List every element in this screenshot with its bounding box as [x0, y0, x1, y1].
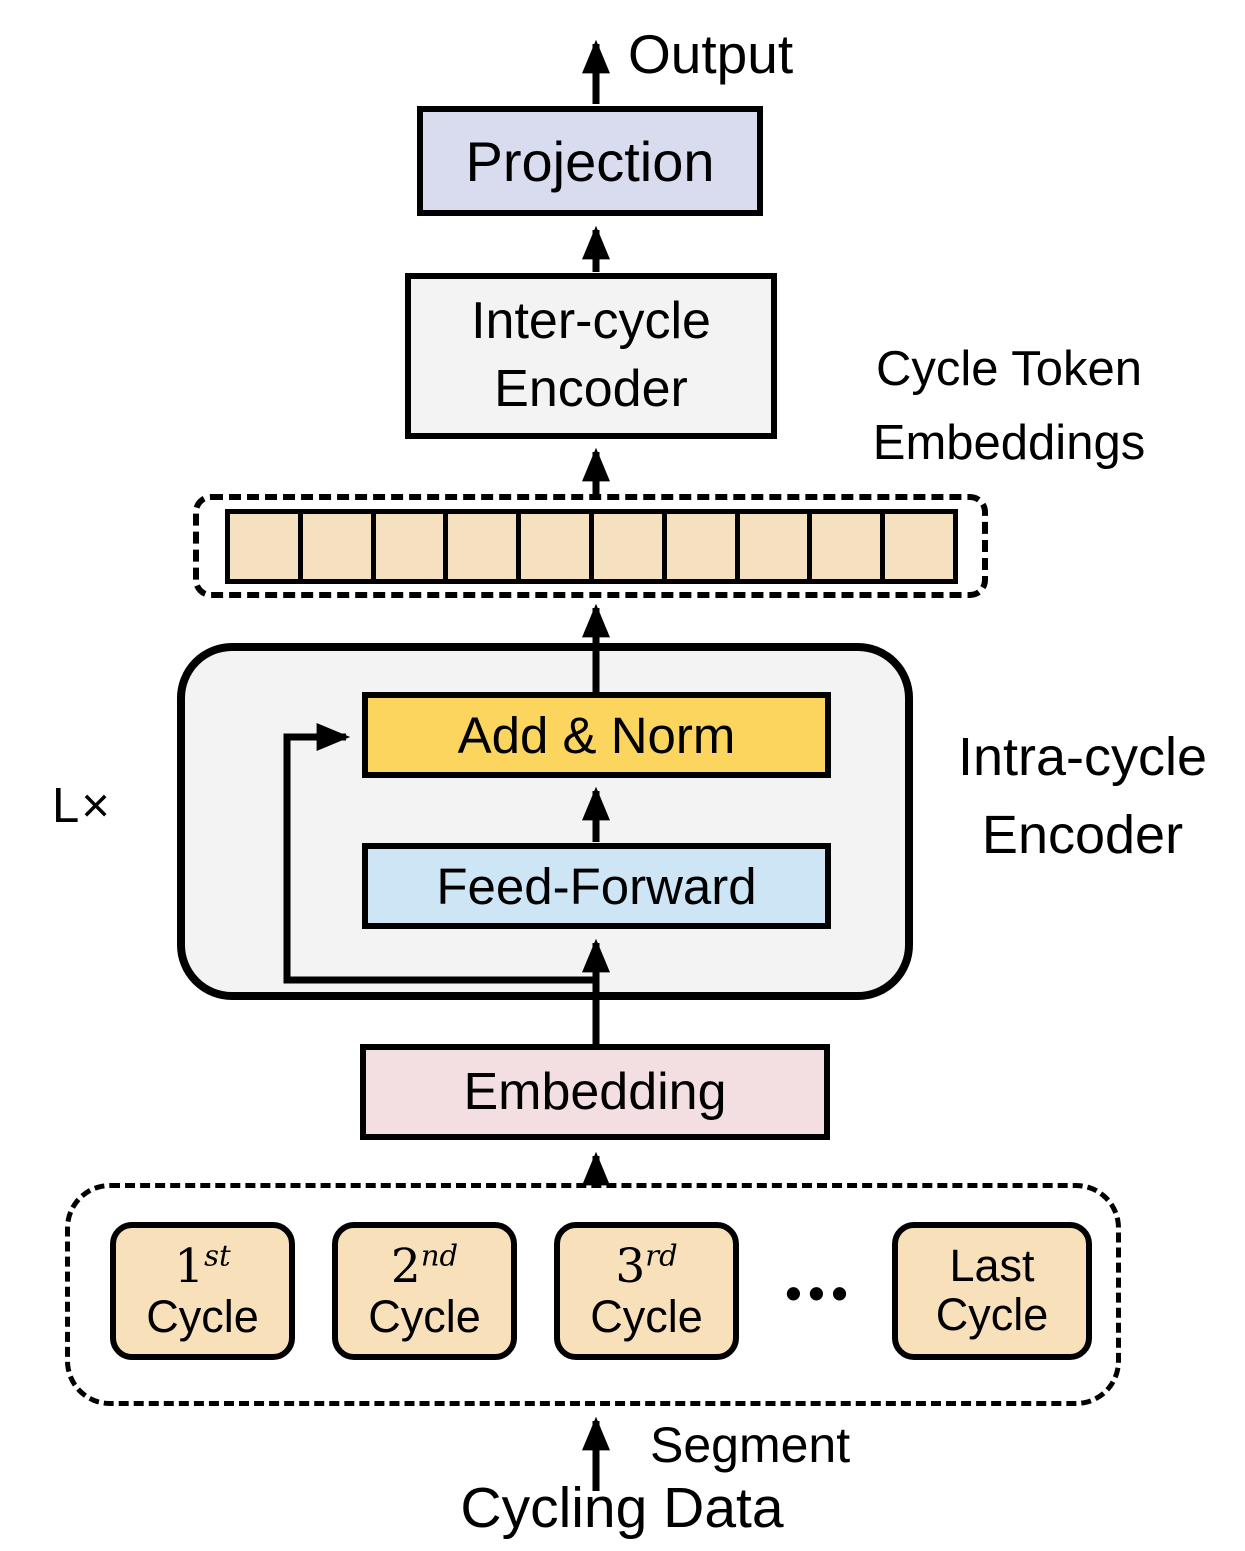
token-cell [588, 514, 662, 579]
token-cell [807, 514, 881, 579]
projection-box: Projection [417, 106, 763, 216]
cycle-token-embeddings-line1: Cycle Token [875, 342, 1142, 396]
cycle-ordinal: 1st [174, 1238, 231, 1294]
token-cell [443, 514, 517, 579]
ellipsis-dots: ••• [785, 1267, 855, 1319]
cycle-word: Cycle [935, 1289, 1049, 1340]
cycle-word: Cycle [590, 1290, 703, 1342]
token-strip [225, 509, 958, 584]
intra-cycle-encoder-label: Intra-cycle Encoder [920, 718, 1245, 875]
cycle-word: Cycle [146, 1290, 259, 1342]
cycle-ordinal: Last [949, 1240, 1035, 1292]
token-cell [880, 514, 953, 579]
add-norm-label: Add & Norm [457, 706, 736, 764]
cycling-data-label: Cycling Data [460, 1476, 784, 1540]
token-cell [230, 514, 298, 579]
inter-cycle-encoder-label-line2: Encoder [494, 360, 688, 418]
token-cell [661, 514, 735, 579]
projection-label: Projection [465, 129, 715, 193]
feed-forward-label: Feed-Forward [436, 857, 757, 915]
embedding-label: Embedding [463, 1063, 727, 1121]
token-cell [516, 514, 589, 579]
output-label: Output [628, 23, 794, 85]
inter-cycle-encoder-label-line1: Inter-cycle [471, 292, 711, 351]
token-cell [370, 514, 444, 579]
token-cell [297, 514, 371, 579]
add-norm-box: Add & Norm [362, 692, 831, 778]
feed-forward-box: Feed-Forward [362, 843, 831, 929]
cycle-token-dashed-container [193, 494, 988, 598]
inter-cycle-encoder-box: Inter-cycle Encoder [405, 273, 777, 439]
embedding-box: Embedding [360, 1044, 830, 1140]
cycle-word: Cycle [368, 1290, 481, 1342]
intra-cycle-encoder-label-line1: Intra-cycle [957, 727, 1208, 787]
intra-cycle-encoder-label-line2: Encoder [981, 805, 1184, 866]
cycle-token-embeddings-label: Cycle Token Embeddings [820, 333, 1198, 480]
cycle-ordinal: 3rd [615, 1238, 678, 1294]
token-cell [734, 514, 808, 579]
segment-label: Segment [650, 1417, 851, 1473]
cycle-ordinal: 2nd [390, 1238, 459, 1294]
cycle-token-embeddings-line2: Embeddings [872, 415, 1146, 470]
layer-repeat-label: L× [52, 779, 112, 833]
